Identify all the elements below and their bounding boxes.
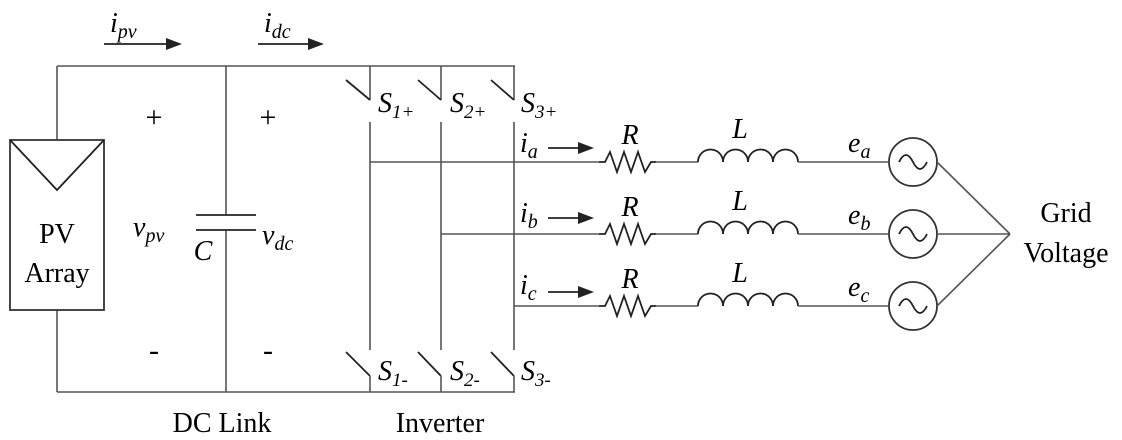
ipv-base: i (110, 8, 118, 39)
inverter-legs (345, 66, 515, 392)
idc-arrowhead (308, 38, 324, 50)
source-label-eb: eb (848, 200, 870, 235)
idc-sub: dc (272, 21, 291, 43)
current-ib: ib (520, 198, 594, 233)
switch-label-s1-minus: S1- (378, 356, 408, 391)
vdc-plus: + (260, 101, 277, 134)
capacitor: C (194, 214, 256, 267)
resistor-label-b: R (620, 192, 638, 223)
ac-source-c (888, 281, 938, 331)
vdc-label: vdc (262, 220, 293, 255)
switch-label-s2-plus: S2+ (450, 88, 486, 123)
phase-a-line (370, 148, 888, 175)
inductor-label-a: L (731, 114, 748, 145)
idc-base: i (264, 8, 272, 39)
pv-array-label-line1: PV (39, 219, 75, 250)
dc-bus (56, 65, 515, 393)
phase-b-line (441, 220, 888, 247)
ipv-sub: pv (116, 21, 137, 43)
source-label-ec: ec (848, 272, 869, 307)
switch-label-s2-minus: S2- (450, 356, 480, 391)
vpv-label: vpv (133, 212, 164, 247)
svg-text:ia: ia (520, 128, 538, 163)
pv-array-label-line2: Array (24, 258, 89, 289)
inductor-label-b: L (731, 186, 748, 217)
ac-source-a (888, 137, 938, 187)
capacitor-label: C (194, 236, 213, 267)
ipv-arrowhead (166, 38, 182, 50)
svg-text:ic: ic (520, 270, 537, 305)
vpv-plus: + (146, 101, 163, 134)
current-ipv: ipv (104, 8, 182, 50)
grid-label-line1: Grid (1040, 198, 1091, 229)
section-label-dc-link: DC Link (173, 408, 272, 439)
current-ic: ic (520, 270, 594, 305)
current-idc: idc (258, 8, 324, 50)
ac-source-b (888, 209, 938, 259)
switch-label-s3-minus: S3- (521, 356, 551, 391)
vdc-minus: - (263, 334, 273, 367)
section-label-inverter: Inverter (396, 408, 485, 439)
svg-text:ipv: ipv (110, 8, 137, 43)
svg-text:idc: idc (264, 8, 291, 43)
current-ia: ia (520, 128, 594, 163)
phase-c-line (514, 292, 888, 319)
vpv-minus: - (149, 334, 159, 367)
resistor-label-a: R (620, 120, 638, 151)
switch-label-s1-plus: S1+ (378, 88, 414, 123)
neutral-star (936, 161, 1011, 307)
svg-text:ib: ib (520, 198, 538, 233)
resistor-label-c: R (620, 264, 638, 295)
inductor-label-c: L (731, 258, 748, 289)
pv-array: PV Array (9, 139, 105, 311)
source-label-ea: ea (848, 128, 870, 163)
grid-label-line2: Voltage (1023, 238, 1108, 269)
switch-label-s3-plus: S3+ (521, 88, 557, 123)
